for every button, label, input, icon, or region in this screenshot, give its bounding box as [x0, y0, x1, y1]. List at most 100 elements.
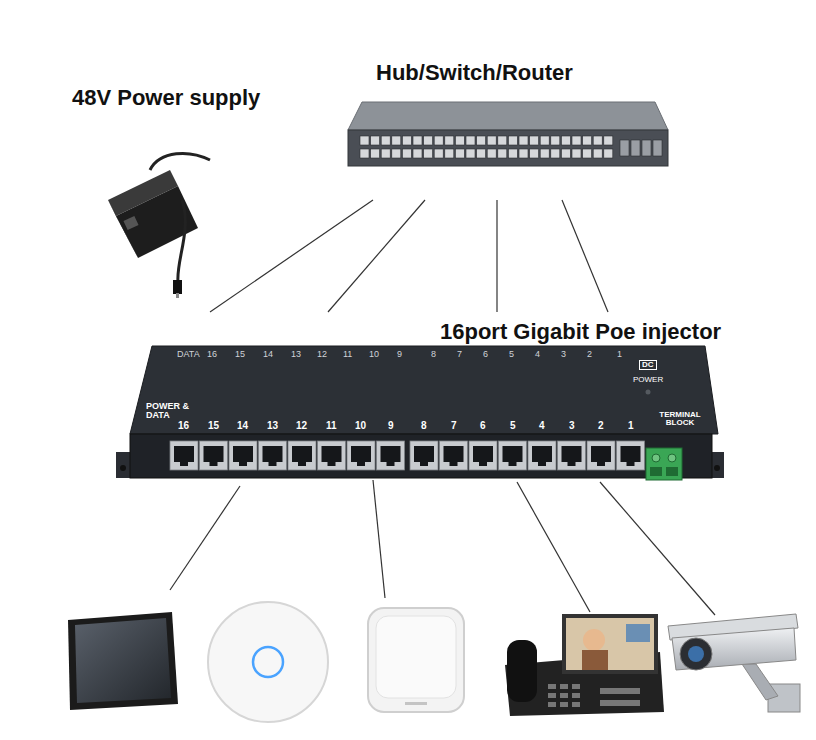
rj45-port	[440, 441, 468, 470]
switch-port	[402, 136, 411, 145]
rj45-notch	[568, 462, 576, 466]
terminal-screw	[652, 454, 660, 462]
switch-port	[498, 136, 507, 145]
device-heading: Hub/Switch/Router	[376, 60, 573, 86]
port-number: 16	[178, 421, 189, 432]
port-number: 9	[388, 421, 394, 432]
cable-line	[328, 200, 425, 312]
switch-port	[424, 149, 433, 158]
rj45-notch	[450, 462, 458, 466]
screw-hole	[714, 465, 720, 471]
port-number: 5	[509, 350, 514, 359]
switch-port	[519, 136, 528, 145]
switch-port	[381, 149, 390, 158]
switch-port	[371, 136, 380, 145]
port-number: 7	[451, 421, 457, 432]
switch-port	[466, 149, 475, 158]
leader-line	[373, 480, 385, 598]
port-number: 15	[235, 350, 245, 359]
cable-line	[562, 200, 608, 312]
screen-person	[582, 650, 608, 670]
security-camera	[668, 614, 800, 712]
switch-port	[551, 149, 560, 158]
injector-front	[130, 434, 712, 478]
port-number: 1	[617, 350, 622, 359]
switch-port	[561, 136, 570, 145]
switch-port	[434, 149, 443, 158]
rj45-opening	[591, 446, 611, 462]
rj45-port	[288, 441, 316, 470]
port-number: 11	[326, 421, 337, 432]
port-number: 12	[296, 421, 307, 432]
ap-body	[208, 602, 328, 722]
panel-label: POWER & DATA	[146, 402, 190, 421]
rj45-opening	[414, 446, 434, 462]
switch-port	[508, 136, 517, 145]
rj45-opening	[263, 446, 283, 462]
port-number: 5	[510, 421, 516, 432]
switch-port	[604, 149, 613, 158]
switch-port	[413, 149, 422, 158]
rj45-notch	[509, 462, 517, 466]
sfp-port	[642, 140, 651, 156]
sfp-port	[620, 140, 629, 156]
rj45-port	[469, 441, 497, 470]
rj45-opening	[503, 446, 523, 462]
device-node: 16port Gigabit Poe injector	[118, 312, 790, 485]
camera-body	[672, 628, 796, 670]
port-number: 6	[480, 421, 486, 432]
panel-label: TERMINAL BLOCK	[654, 411, 706, 428]
device-heading: 48V Power supply	[72, 85, 260, 111]
rj45-opening	[562, 446, 582, 462]
switch-port	[392, 136, 401, 145]
rj45-notch	[298, 462, 306, 466]
switch-port	[392, 149, 401, 158]
switch-port	[508, 149, 517, 158]
rj45-port	[587, 441, 615, 470]
monitor-frame	[68, 612, 178, 710]
port-number: 12	[317, 350, 327, 359]
ap-body	[368, 608, 464, 712]
switch-port	[455, 136, 464, 145]
rj45-port	[528, 441, 556, 470]
leader-line	[170, 486, 240, 590]
switch-port	[445, 136, 454, 145]
terminal-slot	[650, 467, 662, 476]
switch-port	[530, 136, 539, 145]
leader-line	[517, 482, 590, 612]
terminal-block	[646, 448, 682, 480]
rj45-port	[410, 441, 438, 470]
switch-port	[445, 149, 454, 158]
screw-hole	[120, 465, 126, 471]
device-node: Hub/Switch/Router	[345, 58, 675, 200]
rj45-opening	[532, 446, 552, 462]
switch-port	[424, 136, 433, 145]
port-number: 6	[483, 350, 488, 359]
switch-port	[604, 136, 613, 145]
switch-port	[540, 149, 549, 158]
keypad	[548, 684, 640, 707]
ap-led	[405, 702, 427, 705]
port-number: 8	[421, 421, 427, 432]
adapter-socket	[123, 216, 138, 230]
cable-line	[210, 200, 373, 312]
rj45-notch	[357, 462, 365, 466]
phone-screen-frame	[562, 614, 658, 674]
phone-handset	[507, 640, 537, 702]
panel-label: POWER	[633, 376, 663, 384]
switch-port	[519, 149, 528, 158]
port-number: DATA	[177, 350, 200, 359]
rj45-port	[229, 441, 257, 470]
switch-port	[583, 149, 592, 158]
cable	[150, 153, 210, 170]
camera-arm	[742, 664, 778, 700]
port-number: 4	[539, 421, 545, 432]
ceiling-access-point	[208, 602, 328, 722]
rj45-notch	[239, 462, 247, 466]
rj45-notch	[538, 462, 546, 466]
rj45-notch	[479, 462, 487, 466]
switch-port	[360, 136, 369, 145]
switch-port	[572, 136, 581, 145]
